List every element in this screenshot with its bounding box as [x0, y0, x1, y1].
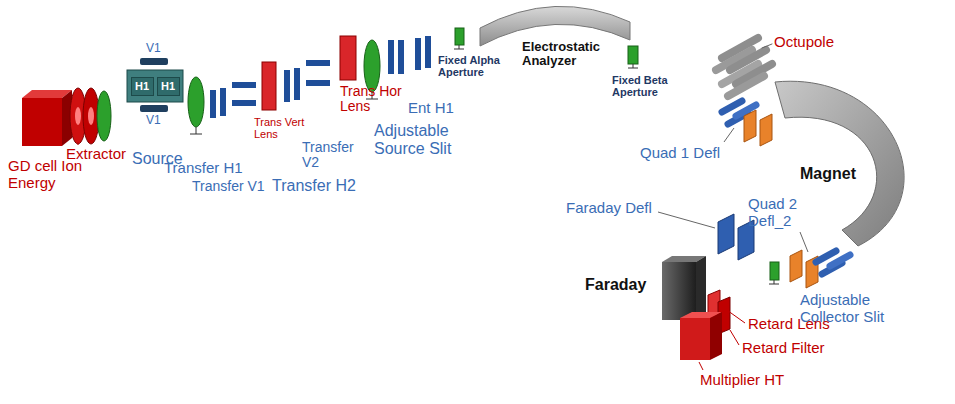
slit-plate — [770, 262, 779, 280]
slit-plate — [388, 40, 394, 74]
deflector-plate — [306, 80, 330, 86]
part-label: Multiplier HT — [700, 372, 784, 389]
part-label: Retard Filter — [742, 340, 825, 357]
source-box — [127, 70, 183, 102]
aperture-plate — [628, 46, 638, 64]
electrode-label: V1 — [146, 114, 161, 127]
part-label: Quad 2 Defl_2 — [748, 196, 804, 229]
deflector-plate — [790, 250, 802, 282]
part-label: Transfer V1 — [192, 179, 265, 194]
octupole-rod — [728, 76, 764, 96]
part-label: Electrostatic Analyzer — [522, 40, 614, 69]
part-label: Trans Vert Lens — [254, 116, 306, 140]
leader-line — [724, 128, 734, 142]
ground-symbol — [459, 45, 460, 49]
deflector-plate — [306, 60, 330, 66]
ground-symbol — [454, 49, 464, 50]
lens-plate — [340, 36, 356, 80]
slit-plate — [398, 40, 404, 74]
multiplier — [680, 318, 710, 360]
leader-line — [800, 232, 808, 252]
deflector-plate — [220, 88, 226, 116]
faraday-cup — [662, 262, 696, 320]
part-label: Faraday — [585, 276, 646, 294]
part-label: Fixed Beta Aperture — [612, 74, 686, 98]
deflector-plate — [415, 38, 421, 70]
gd-cell-front — [22, 98, 62, 146]
ground-symbol — [196, 127, 197, 134]
part-label: Octupole — [774, 34, 834, 51]
part-label: Faraday Defl — [566, 200, 652, 217]
faraday-side — [696, 256, 706, 320]
v1-plate — [140, 58, 168, 65]
ground-disc — [97, 91, 111, 141]
part-label: Magnet — [800, 165, 856, 183]
part-label: Extractor — [66, 146, 126, 163]
node-text: H1 — [135, 80, 150, 92]
deflector-plate — [232, 100, 256, 106]
deflector-plate — [425, 36, 431, 68]
multiplier-side — [710, 312, 722, 360]
part-label: Transfer H2 — [272, 177, 356, 195]
ground-symbol — [628, 68, 638, 69]
deflector-plate — [232, 82, 256, 88]
electrode-label: V1 — [146, 42, 161, 55]
leader-line — [724, 308, 745, 323]
v1-plate — [140, 105, 168, 112]
part-label: Fixed Alpha Aperture — [438, 54, 512, 78]
quad-rod — [722, 101, 742, 112]
lens-plate — [262, 62, 276, 110]
part-label: Ent H1 — [408, 100, 454, 117]
deflector-plate — [284, 70, 290, 102]
extractor-disc-hole — [88, 107, 94, 125]
node-text: H1 — [161, 80, 176, 92]
ground-symbol — [774, 280, 775, 284]
leader-line — [658, 212, 715, 228]
deflector-plate — [760, 114, 772, 146]
deflector-plate — [294, 68, 300, 100]
magnet — [775, 81, 904, 246]
part-label: GD cell Ion Energy — [8, 158, 93, 191]
electrode-box: H1 — [157, 77, 180, 96]
part-label: Adjustable Source Slit — [374, 122, 470, 157]
extractor-disc-hole — [75, 107, 81, 125]
part-label: Trans Hor Lens — [340, 84, 404, 115]
part-label: Retard Lens — [748, 316, 830, 333]
leader-line — [730, 330, 739, 345]
ground-symbol — [190, 134, 202, 135]
leader-line — [762, 44, 772, 48]
deflector-plate — [210, 90, 216, 118]
ground-symbol — [633, 64, 634, 68]
electrode-box: H1 — [131, 77, 154, 96]
part-label: Transfer H1 — [164, 160, 243, 177]
ground-symbol — [769, 284, 779, 285]
deflector-plate — [718, 214, 734, 254]
aperture-plate — [455, 28, 464, 45]
part-label: Transfer V2 — [302, 140, 364, 171]
deflector-plate — [744, 110, 756, 142]
ground-disc — [188, 77, 204, 127]
leader-line — [699, 362, 703, 370]
extractor-bracket — [78, 142, 79, 145]
quad-rod — [830, 255, 850, 266]
quad-rod — [816, 251, 836, 262]
part-label: Quad 1 Defl — [640, 145, 720, 162]
